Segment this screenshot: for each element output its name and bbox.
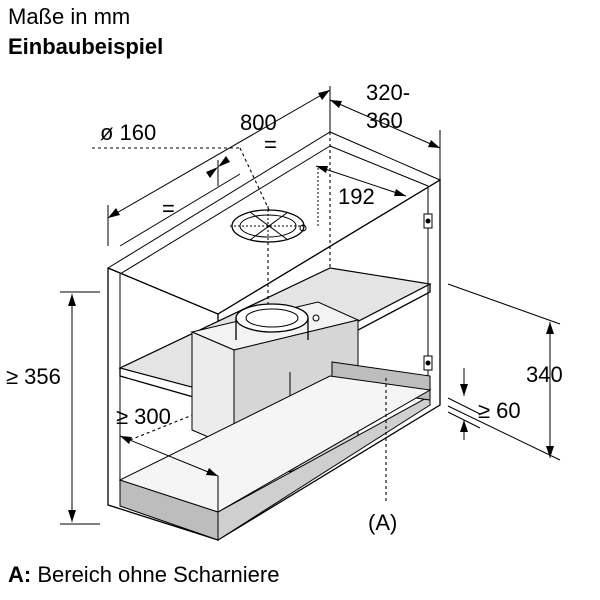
diameter-leader: [92, 147, 271, 213]
offset-label: 192: [338, 184, 375, 209]
units-note: Maße in mm: [8, 4, 131, 29]
depth-label-line1: 320-: [366, 80, 410, 105]
legend-key: A:: [8, 562, 32, 587]
min-height-label: ≥ 356: [6, 364, 61, 389]
diameter-label: ø 160: [100, 120, 156, 145]
min-gap-label: ≥ 60: [478, 398, 521, 423]
base-panel: [118, 361, 432, 541]
depth-label-line2: 360: [366, 108, 403, 133]
gap-dimension: [447, 368, 481, 440]
width-label: 800: [240, 110, 277, 135]
depth-min-dimension: [119, 435, 219, 520]
hinge-icons: [423, 213, 433, 371]
width-dimension: [107, 86, 331, 247]
height-min-dimension: [60, 291, 100, 525]
equal-sign-right: =: [264, 132, 277, 157]
top-duct-opening: [230, 206, 306, 246]
legend-note: A: Bereich ohne Scharniere: [8, 562, 279, 588]
equal-sign-left: =: [162, 196, 175, 221]
offset-dimension: [315, 165, 407, 226]
diagram-subtitle: Einbaubeispiel: [8, 34, 164, 59]
height-label: 340: [526, 362, 563, 387]
legend-text: Bereich ohne Scharniere: [31, 562, 280, 587]
min-depth-label: ≥ 300: [116, 404, 171, 429]
height-dimension: [447, 283, 561, 461]
depth-dimension: [329, 99, 441, 180]
marker-a-label: (A): [368, 510, 397, 535]
